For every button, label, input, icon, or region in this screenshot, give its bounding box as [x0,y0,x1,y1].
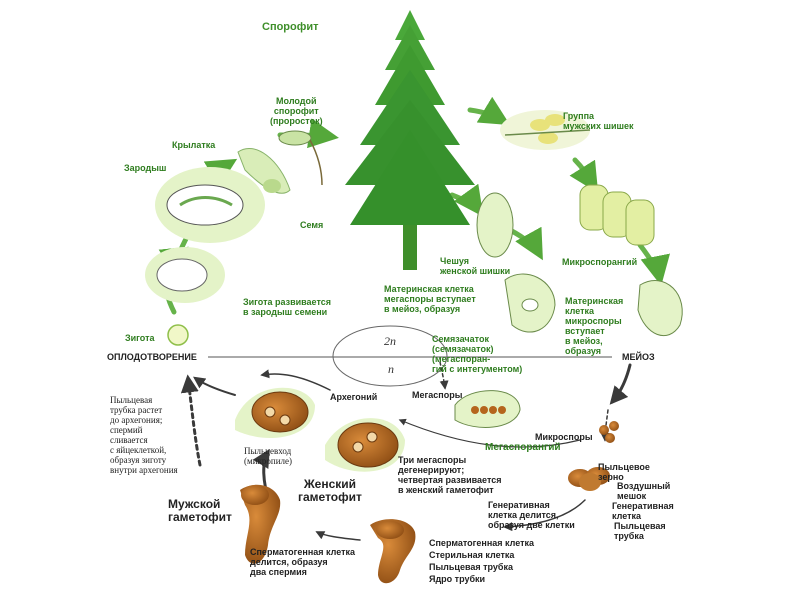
label-generative-divides: Генеративная клетка делится, образуя две… [488,500,575,530]
label-sterile-cell: Стерильная клетка [429,550,515,560]
label-seed: Семя [300,220,324,230]
conifer-tree [345,10,475,270]
label-three-degenerate: Три мегаспоры дегенерируют; четвертая ра… [398,455,502,495]
seedling [278,130,312,146]
label-tube-nucleus: Ядро трубки [429,574,486,584]
label-meiosis: МЕЙОЗ [622,352,655,362]
label-megaspores: Мегаспоры [412,390,463,400]
label-pollen-tube-grows: Пыльцевая трубка растет до архегония; сп… [110,395,178,475]
female-scale [476,192,514,258]
label-female-gametophyte: Женский гаметофит [298,477,362,504]
pollen-grain [568,467,610,491]
label-pollen-grain: Пыльцевое зерно [598,462,650,482]
label-pollen-tube-2: Пыльцевая трубка [429,562,513,572]
pollen-tube-shape [370,519,416,584]
label-ovule: Семязачаток (семязачаток) (мегаспоран- г… [432,334,523,374]
label-wing: Крылатка [172,140,216,150]
label-micropyle: Пыльцевход (микропиле) [244,446,292,466]
male-cones [500,110,591,150]
label-megasporangium: Мегаспорангий [485,442,561,453]
label-generative-cell: Генеративная клетка [612,501,674,521]
microspores-dots [599,421,619,443]
label-fertilization: ОПЛОДОТВОРЕНИЕ [107,352,197,362]
embryo-seed [166,184,244,226]
label-male-cones: Группа мужских шишек [563,111,634,131]
label-spermatogenous-divides: Сперматогенная клетка делится, образуя д… [250,547,356,577]
male-gametophyte-shape [240,484,281,564]
label-archegonium: Архегоний [330,392,378,402]
label-air-sac: Воздушный мешок [617,481,671,501]
label-microsporangium: Микроспорангий [562,257,638,267]
label-haploid: n [388,362,394,376]
label-microspore-mother: Материнская клетка микроспоры вступает в… [565,296,624,356]
label-diploid: 2n [384,334,396,348]
megaspores-chain [471,406,506,414]
label-male-gametophyte: Мужской гаметофит [168,497,232,524]
ploidy-oval [332,325,448,387]
zygote-cell [167,324,189,346]
label-megaspore-mother: Материнская клетка мегаспоры вступает в … [384,284,476,314]
label-pollen-tube: Пыльцевая трубка [614,521,666,541]
label-microspores: Микроспоры [535,432,593,442]
label-spermatogenous-cell: Сперматогенная клетка [429,538,535,548]
label-embryo: Зародыш [124,163,167,173]
diagram-title: Спорофит [262,21,319,33]
label-zygote-develops: Зигота развивается в зародыш семени [243,297,331,317]
microspore-sporangium [637,280,683,337]
label-zygote: Зигота [125,333,155,343]
microsporangia [579,184,655,246]
label-female-scale: Чешуя женской шишки [440,256,511,276]
label-young-sporophyte: Молодой спорофит (проросток) [270,96,323,126]
